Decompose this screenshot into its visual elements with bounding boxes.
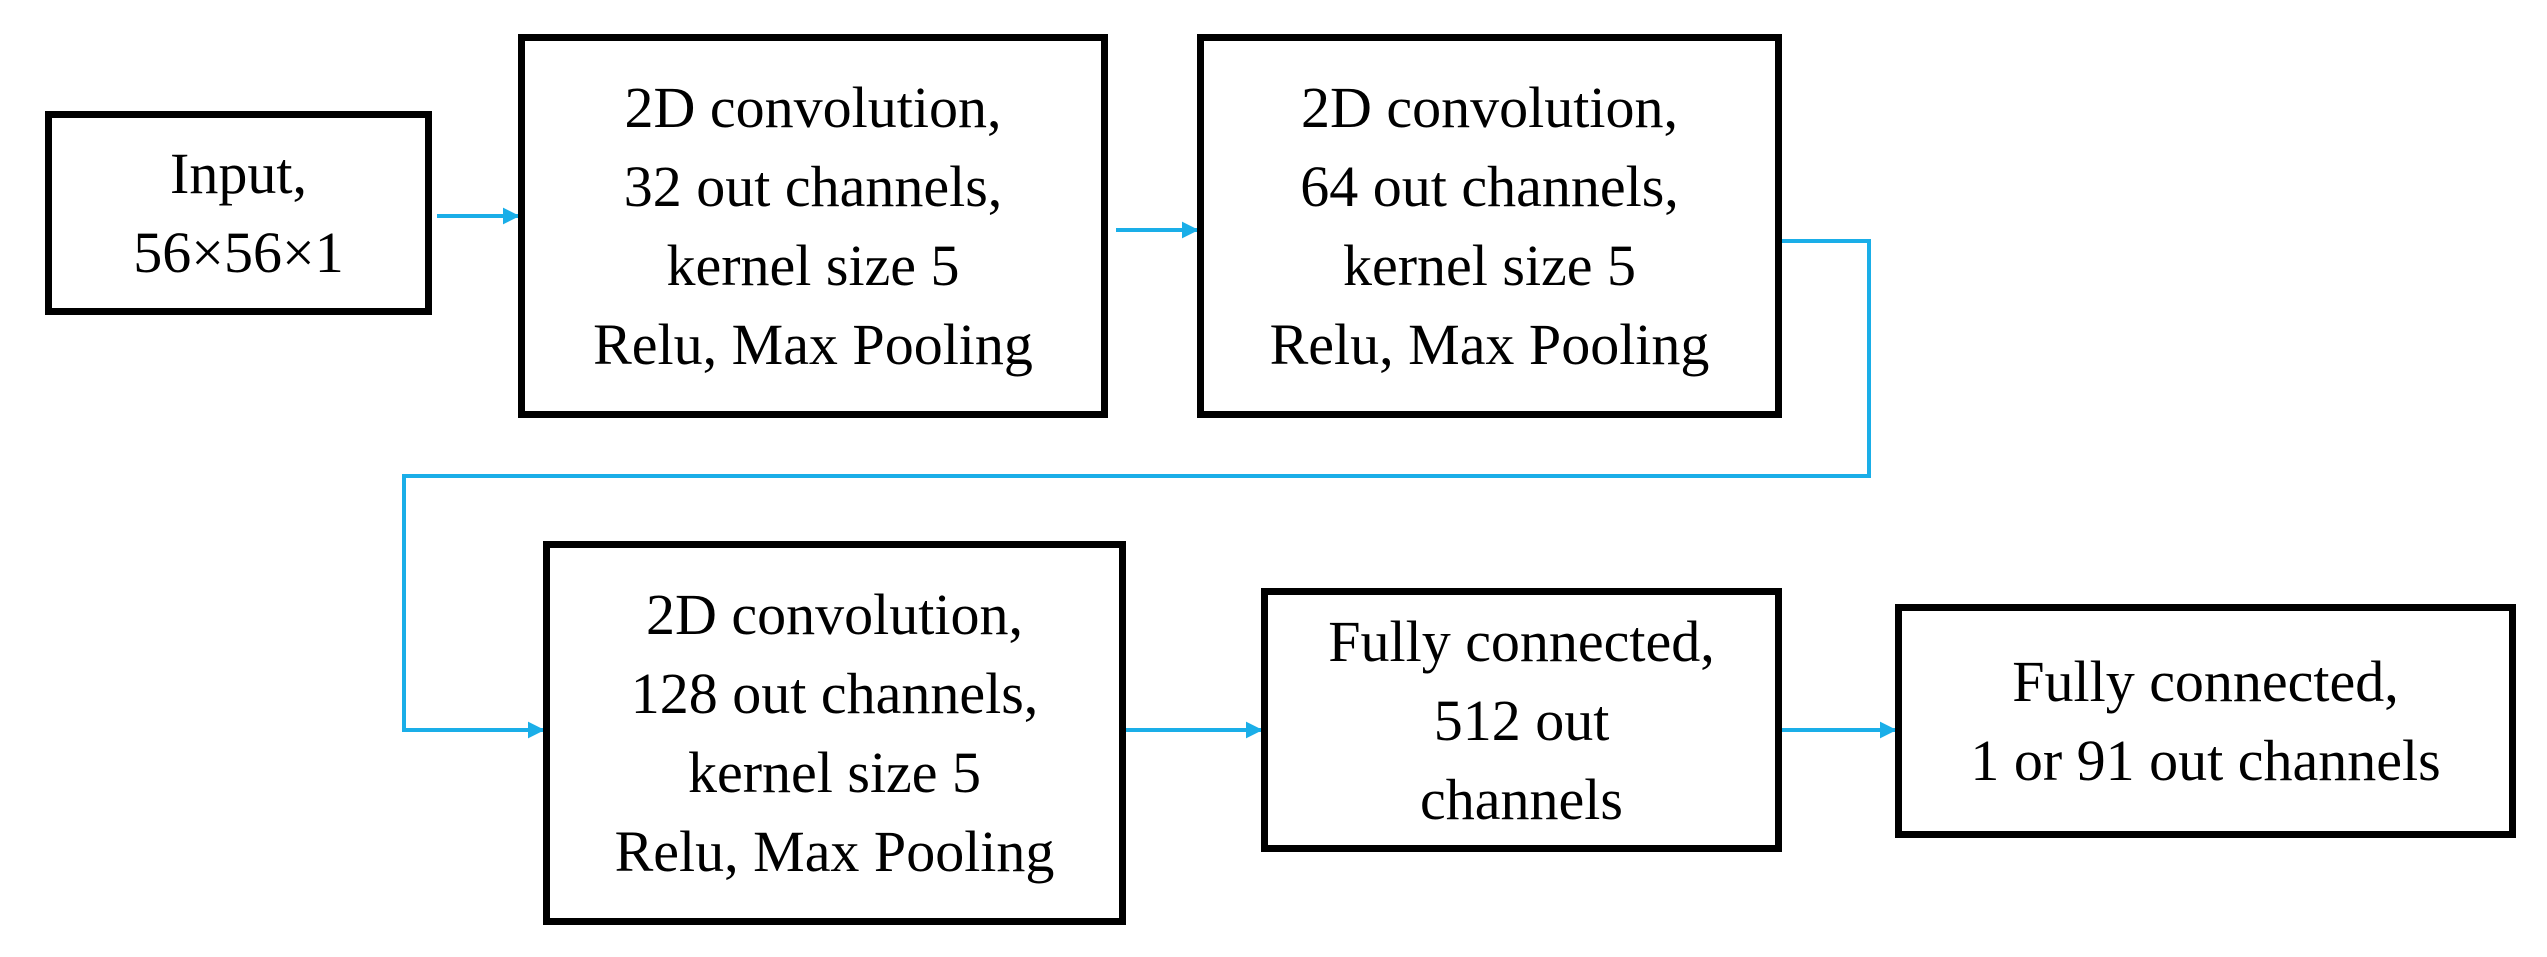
- node-conv1: 2D convolution, 32 out channels, kernel …: [518, 34, 1108, 418]
- node-fc1-line-3: channels: [1420, 766, 1623, 832]
- node-conv1-line-4: Relu, Max Pooling: [593, 312, 1033, 377]
- node-conv2-line-1: 2D convolution,: [1301, 75, 1678, 140]
- node-fc1-line-2: 512 out: [1433, 687, 1610, 753]
- node-input-line-2: 56×56×1: [133, 220, 344, 285]
- node-conv3: 2D convolution, 128 out channels, kernel…: [543, 541, 1126, 925]
- node-input-line-1: Input,: [170, 141, 307, 206]
- node-conv2: 2D convolution, 64 out channels, kernel …: [1197, 34, 1782, 418]
- node-fc2: Fully connected, 1 or 91 out channels: [1895, 604, 2516, 838]
- node-conv1-line-2: 32 out channels,: [623, 154, 1003, 219]
- node-conv1-line-1: 2D convolution,: [624, 75, 1002, 140]
- node-conv3-line-2: 128 out channels,: [630, 661, 1039, 726]
- node-fc2-line-1: Fully connected,: [2012, 649, 2399, 714]
- node-conv3-line-3: kernel size 5: [687, 740, 982, 805]
- node-input: Input, 56×56×1: [45, 111, 432, 315]
- node-conv1-line-3: kernel size 5: [666, 233, 960, 298]
- node-conv2-line-3: kernel size 5: [1342, 233, 1637, 298]
- node-fc1: Fully connected, 512 out channels: [1261, 588, 1782, 852]
- node-conv2-line-4: Relu, Max Pooling: [1269, 312, 1710, 377]
- node-conv3-line-1: 2D convolution,: [646, 582, 1023, 647]
- node-fc2-line-2: 1 or 91 out channels: [1970, 728, 2441, 793]
- node-fc1-line-1: Fully connected,: [1328, 608, 1715, 674]
- node-conv2-line-2: 64 out channels,: [1300, 154, 1679, 219]
- node-conv3-line-4: Relu, Max Pooling: [614, 819, 1055, 884]
